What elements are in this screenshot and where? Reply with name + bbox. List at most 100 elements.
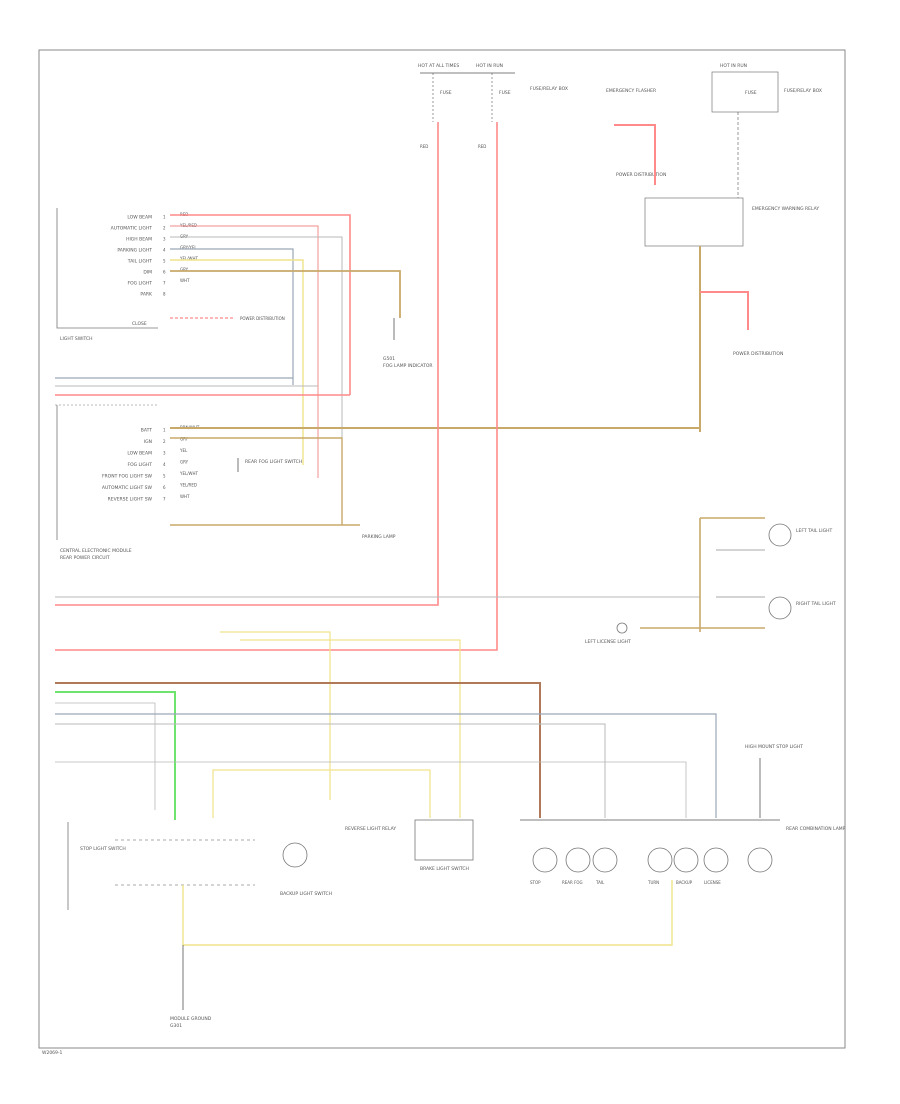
light-switch-wire-label: GRY — [180, 267, 189, 272]
light-switch-pin: 3 — [163, 237, 166, 242]
stop-switch-label: STOP LIGHT SWITCH — [80, 846, 126, 852]
wire-gray-b — [55, 723, 606, 818]
light-switch-pin: 1 — [163, 215, 166, 220]
right-tail-lamp — [768, 596, 792, 620]
wire-stop-a — [220, 631, 331, 800]
lower-module-row-label: BATT — [141, 428, 152, 434]
rear-lamp-high-mount — [747, 847, 773, 873]
lower-module-title: CENTRAL ELECTRONIC MODULE — [60, 548, 132, 554]
lower-module-pin: 1 — [163, 428, 166, 433]
high-mount-label: HIGH MOUNT STOP LIGHT — [745, 744, 803, 750]
light-switch-bracket — [56, 208, 158, 329]
fuse-c2-label: FUSE/RELAY BOX — [784, 88, 822, 94]
wire-blue-gray — [55, 713, 717, 818]
light-switch-row-label: DIM — [143, 270, 152, 276]
light-switch-pin: 2 — [163, 226, 166, 231]
light-switch-row-label: PARKING LIGHT — [117, 248, 152, 254]
brake-lamp-box — [414, 819, 474, 861]
wire-ls-red — [170, 214, 351, 395]
power-dist-label: POWER DISTRIBUTION — [733, 351, 783, 357]
relay-label: EMERGENCY WARNING RELAY — [752, 206, 819, 212]
hazard-label: EMERGENCY FLASHER — [606, 88, 656, 94]
label-module-ref: POWER DISTRIBUTION — [240, 316, 285, 321]
lower-module-wire-label: GRY — [180, 437, 189, 442]
light-switch-wire-label: WHT — [180, 278, 190, 283]
fuse-block-a: HOT AT ALL TIMES HOT IN RUN FUSE FUSE FU… — [418, 63, 568, 149]
wire-yellow-c — [212, 769, 431, 818]
light-switch-pin: 7 — [163, 281, 166, 286]
rear-lamps-label: REAR COMBINATION LAMP — [786, 826, 846, 832]
relay-box — [644, 197, 744, 247]
light-switch-row-label: HIGH BEAM — [126, 237, 152, 243]
fog-sw-label: REAR FOG LIGHT SWITCH — [245, 459, 302, 465]
rear-lamp-backup — [673, 847, 699, 873]
wire-stop-b — [240, 639, 461, 818]
rear-lamp-fog-label: REAR FOG — [562, 880, 583, 885]
lower-module: CENTRAL ELECTRONIC MODULE REAR POWER CIR… — [56, 405, 200, 561]
hazard-red — [614, 124, 656, 185]
lower-module-row-label: REVERSE LIGHT SW — [108, 497, 153, 503]
fuse-box-c — [711, 71, 779, 113]
wire-red-long-a — [55, 122, 439, 606]
light-switch-wire-label: GRY/YEL — [180, 245, 197, 250]
module-ground-label: MODULE GROUND — [170, 1016, 212, 1022]
wire-ls-yel-wht — [170, 259, 304, 465]
light-switch-row-label: TAIL LIGHT — [127, 259, 152, 265]
light-switch-title: LIGHT SWITCH — [60, 336, 93, 342]
reversing-label: BACKUP LIGHT SWITCH — [280, 891, 332, 897]
rear-lamps: STOP REAR FOG TAIL TURN BACKUP LICENSE H… — [520, 744, 846, 885]
fuse-c-label: FUSE — [745, 90, 757, 96]
warn-lamp-label: FOG LAMP INDICATOR — [383, 363, 433, 369]
light-switch-row-label: FOG LIGHT — [127, 281, 152, 287]
bottom-ground-label: G301 — [170, 1023, 182, 1029]
wire-ls-yel-red — [170, 225, 319, 478]
wire-lt-gray — [55, 702, 156, 810]
wire-label-top-a: RED — [420, 144, 428, 149]
right-tail-label: RIGHT TAIL LIGHT — [796, 601, 836, 607]
license-lamp — [616, 622, 628, 634]
lower-module-row-label: LOW BEAM — [127, 451, 152, 457]
relay-out-red — [700, 291, 749, 330]
wire-ls-tan — [170, 270, 401, 318]
lower-module-wire-label: WHT — [180, 494, 190, 499]
wire-ground-return — [182, 880, 673, 946]
ground-a-label: G501 — [383, 356, 395, 362]
rear-lamp-backup-label: BACKUP — [676, 880, 693, 885]
lower-module-wire-label: YEL/RED — [179, 483, 197, 488]
diagram-frame — [38, 49, 846, 1049]
fuse-box-label: FUSE/RELAY BOX — [530, 86, 568, 92]
lower-module-pin: 3 — [163, 451, 166, 456]
rear-lamp-turn — [647, 847, 673, 873]
lower-module-row-label: FRONT FOG LIGHT SW — [102, 474, 153, 480]
parking-lamp-label: PARKING LAMP — [362, 534, 396, 540]
light-switch-row-label: AUTOMATIC LIGHT — [111, 226, 153, 232]
lower-module-pin: 2 — [163, 439, 166, 444]
reversing-lamp — [282, 842, 308, 868]
wire-green — [55, 691, 176, 820]
light-switch-row-label: LOW BEAM — [127, 215, 152, 221]
lower-module-subtitle: REAR POWER CIRCUIT — [60, 555, 110, 561]
light-switch-row-label: PARK — [140, 292, 153, 298]
tail-cluster: LEFT TAIL LIGHT RIGHT TAIL LIGHT LEFT LI… — [585, 517, 836, 645]
wire-brown — [55, 682, 541, 818]
rear-lamp-stop — [532, 847, 558, 873]
brake-lamp-label: BRAKE LIGHT SWITCH — [420, 866, 469, 872]
light-switch-ground: CLOSE — [132, 321, 147, 327]
fuse-b-label: FUSE — [499, 90, 511, 96]
stop-switch: STOP LIGHT SWITCH BACKUP LIGHT SWITCH — [67, 822, 332, 910]
wire-ign — [170, 437, 343, 525]
lower-module-pin: 6 — [163, 485, 166, 490]
power-dist-label-b: POWER DISTRIBUTION — [616, 172, 666, 178]
lower-module-wire-label: YEL/WHT — [179, 471, 199, 476]
wire-label-top-b: RED — [478, 144, 486, 149]
fuse-a-label: FUSE — [440, 90, 452, 96]
rear-lamp-license — [703, 847, 729, 873]
rear-lamp-fog — [565, 847, 591, 873]
lower-module-wire-label: YEL — [179, 448, 188, 453]
light-switch-pin: 8 — [163, 292, 166, 297]
lower-module-row-label: AUTOMATIC LIGHT SW — [102, 485, 153, 491]
